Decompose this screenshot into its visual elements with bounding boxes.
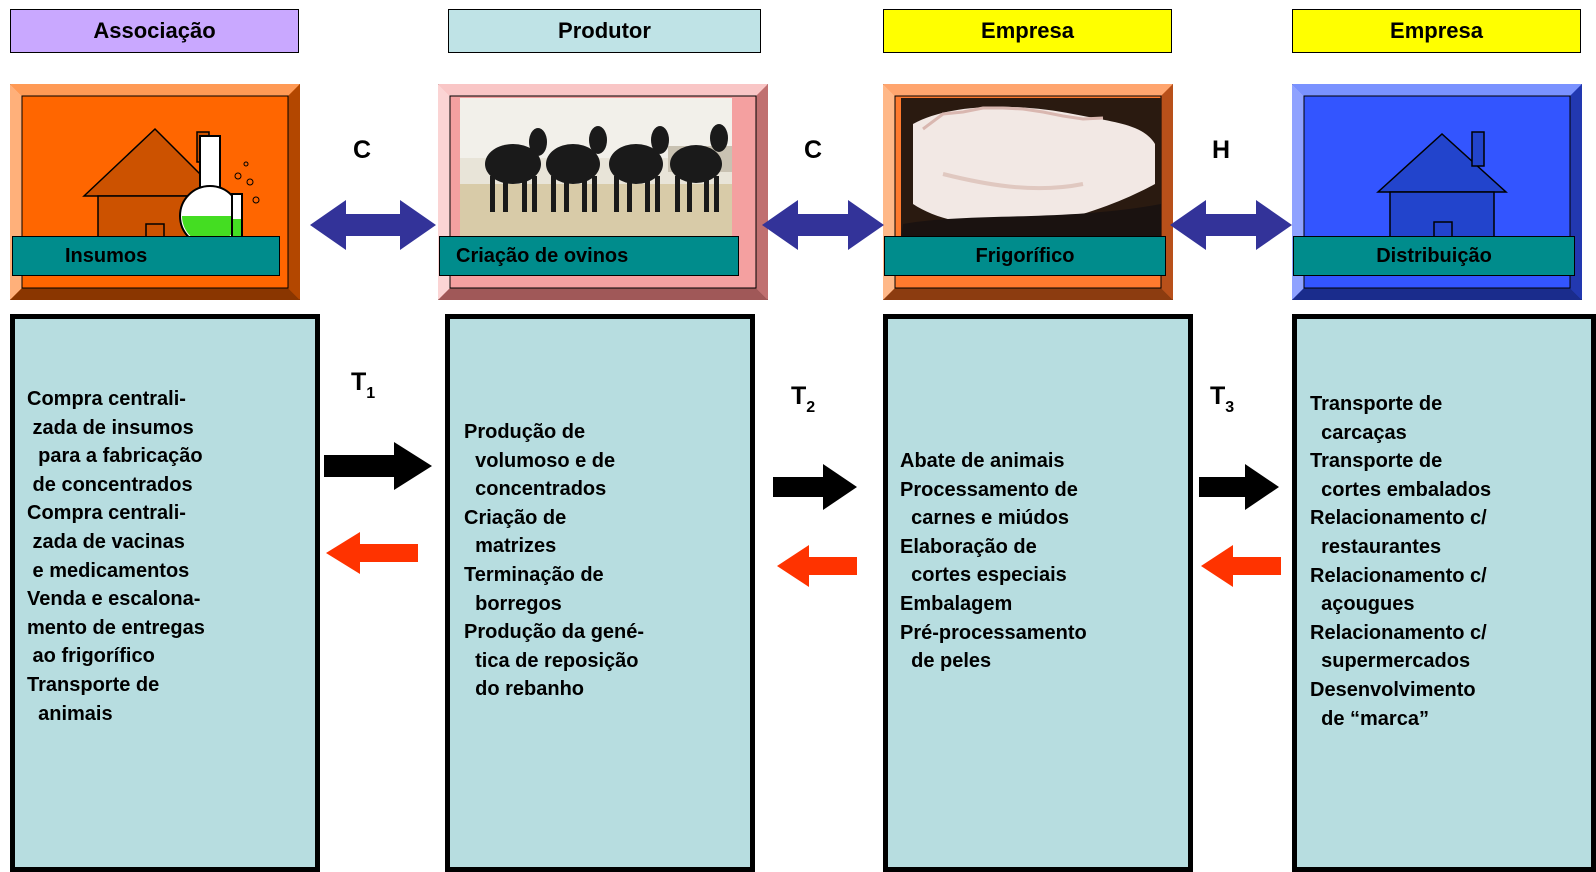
panel-item: Transporte de (27, 673, 160, 696)
panel-item: açougues (1310, 593, 1415, 616)
panel-item: matrizes (464, 535, 557, 558)
connector-letter-1: C (353, 136, 372, 164)
stage-bar-distribuicao: Distribuição (1293, 236, 1575, 276)
panel-item: zada de insumos (27, 416, 194, 439)
panel-item: borregos (464, 592, 562, 615)
panel-item: do rebanho (464, 678, 584, 701)
panel-item: restaurantes (1310, 535, 1442, 558)
panel-item: para a fabricação (27, 445, 203, 468)
double-arrow-2 (762, 200, 884, 250)
transaction-label-3: T3 (1210, 382, 1235, 416)
panel-item: Criação de (464, 506, 567, 529)
panel-item: Produção da gené- (464, 621, 645, 644)
header-empresa-1: Empresa (883, 9, 1172, 53)
stage-frame-frigorifico: Frigorífico (883, 84, 1173, 300)
panel-item: cortes embalados (1310, 478, 1492, 501)
panel-item: de “marca” (1310, 707, 1429, 730)
panel-item: mento de entregas (27, 616, 205, 639)
stage-label-frigorifico: Frigorífico (975, 244, 1075, 267)
stage-frame-distribuicao: Distribuição (1292, 84, 1582, 300)
panel-item: Elaboração de (900, 535, 1037, 558)
panel-item: Relacionamento c/ (1310, 621, 1487, 644)
double-arrow-1 (310, 200, 436, 250)
panel-item: Pré-processamento (900, 621, 1087, 644)
panel-item: Compra centrali- (27, 388, 186, 410)
stage-label-distribuicao: Distribuição (1376, 244, 1492, 267)
panel-items-insumos: Compra centrali- zada de insumos para a … (27, 385, 205, 728)
stage-frame-insumos: Insumos (10, 84, 300, 300)
header-empresa-2: Empresa (1292, 9, 1581, 53)
panel-item: Terminação de (464, 563, 604, 586)
connector-letter-2: C (804, 136, 823, 164)
forward-arrow-3 (1199, 464, 1279, 510)
stage-bar-criacao: Criação de ovinos (439, 236, 739, 276)
panel-item: tica de reposição (464, 649, 639, 672)
panel-item: e medicamentos (27, 559, 190, 582)
panel-item: ao frigorífico (27, 645, 155, 668)
stage-label-insumos: Insumos (65, 244, 148, 267)
panel-item: concentrados (464, 478, 607, 501)
stage-bar-insumos: Insumos (12, 236, 280, 276)
panel-item: carnes e miúdos (900, 507, 1069, 530)
carcass-photo (901, 98, 1161, 238)
panel-item: cortes especiais (900, 564, 1067, 587)
panel-frigorifico (883, 314, 1193, 872)
transaction-label-1: T1 (351, 368, 376, 402)
header-produtor: Produtor (448, 9, 761, 53)
panel-item: Produção de (464, 421, 586, 443)
panel-item: Embalagem (900, 592, 1013, 615)
panel-items-criacao: Produção de volumoso e de concentrados C… (464, 418, 644, 704)
panel-item: Transporte de (1310, 393, 1443, 415)
panel-item: volumoso e de (464, 449, 616, 472)
connector-letter-3: H (1212, 136, 1231, 164)
transaction-label-2: T2 (791, 382, 816, 416)
panel-item: de concentrados (27, 473, 193, 496)
stage-frame-criacao: Criação de ovinos (438, 84, 768, 300)
panel-item: Relacionamento c/ (1310, 564, 1487, 587)
panel-distribuicao (1292, 314, 1596, 872)
panel-items-frigorifico: Abate de animais Processamento de carnes… (900, 447, 1087, 676)
panel-insumos (10, 314, 320, 872)
stage-label-criacao: Criação de ovinos (456, 244, 629, 267)
panel-item: zada de vacinas (27, 530, 185, 553)
double-arrow-3 (1170, 200, 1292, 250)
back-arrow-2 (777, 545, 857, 587)
panel-item: Relacionamento c/ (1310, 507, 1487, 530)
panel-item: supermercados (1310, 650, 1471, 673)
stage-bar-frigorifico: Frigorífico (884, 236, 1166, 276)
forward-arrow-2 (773, 464, 857, 510)
panel-item: Desenvolvimento (1310, 678, 1476, 701)
forward-arrow-1 (324, 442, 432, 490)
panel-items-distribuicao: Transporte de carcaças Transporte de cor… (1310, 390, 1491, 733)
panel-item: Compra centrali- (27, 502, 186, 525)
panel-item: carcaças (1310, 421, 1407, 444)
header-associacao: Associação (10, 9, 299, 53)
panel-item: animais (27, 702, 113, 725)
panel-item: Processamento de (900, 478, 1078, 501)
back-arrow-1 (326, 532, 418, 574)
panel-item: Abate de animais (900, 450, 1065, 472)
house-with-flask-icon (82, 127, 260, 267)
panel-item: de peles (900, 650, 992, 673)
panel-item: Venda e escalona- (27, 588, 201, 611)
sheep-photo (460, 98, 732, 238)
back-arrow-3 (1201, 545, 1281, 587)
panel-item: Transporte de (1310, 450, 1443, 473)
